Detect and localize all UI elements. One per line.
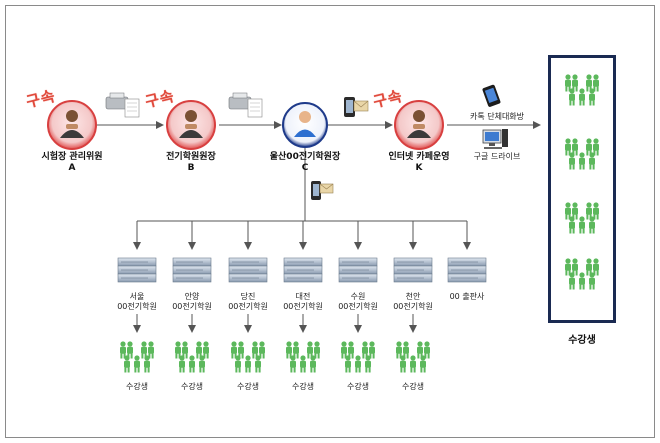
academy-name: 00전기학원 [172, 302, 212, 311]
student-label: 수강생 [346, 382, 370, 391]
node-b-label: 전기학원원장 B [141, 152, 241, 174]
publisher-label: 00 출판사 [432, 292, 502, 302]
fax-icon [105, 92, 140, 118]
academy-label: 안양 00전기학원 [157, 292, 227, 312]
node-c-label: 울산00전기학원장 C [250, 152, 360, 174]
academy-region: 안양 [184, 292, 200, 301]
academy-name: 00전기학원 [393, 302, 433, 311]
academy-region: 당진 [240, 292, 256, 301]
node-k-code: K [415, 163, 423, 173]
node-k-title: 인터넷 카페운영 [388, 152, 450, 162]
academy-label: 수원 00전기학원 [323, 292, 393, 312]
server-icon [447, 257, 487, 283]
academy-label: 대전 00전기학원 [268, 292, 338, 312]
student-group-icon [341, 341, 375, 372]
student-label: 수강생 [125, 382, 149, 391]
phone-mail-icon [311, 181, 334, 200]
google-drive-label: 구글 드라이브 [473, 152, 521, 161]
academy-label: 서울 00전기학원 [102, 292, 172, 312]
publisher-name: 00 출판사 [449, 292, 485, 301]
kakao-group-chat-label: 카톡 단체대화방 [469, 112, 525, 121]
student-group-icon [120, 341, 154, 372]
server-icon [283, 257, 323, 283]
student-group-icon [175, 341, 209, 372]
person-node-c [282, 102, 328, 148]
academy-name: 00전기학원 [117, 302, 157, 311]
person-node-a [47, 100, 97, 150]
person-node-k [394, 100, 444, 150]
student-label: 수강생 [180, 382, 204, 391]
node-a-label: 시험장 관리위원 A [22, 152, 122, 174]
academy-region: 수원 [350, 292, 366, 301]
node-k-label: 인터넷 카페운영 K [369, 152, 469, 174]
node-c-code: C [301, 163, 309, 173]
student-group-box-label: 수강생 [568, 335, 596, 346]
student-group-icon [231, 341, 265, 372]
student-label: 수강생 [401, 382, 425, 391]
student-group-icon [286, 341, 320, 372]
node-c-title: 울산00전기학원장 [269, 152, 341, 162]
academy-region: 대전 [295, 292, 311, 301]
server-icon [228, 257, 268, 283]
computer-icon [482, 129, 508, 149]
student-label: 수강생 [236, 382, 260, 391]
node-b-code: B [187, 163, 195, 173]
academy-to-student-arrows [133, 314, 417, 333]
academy-region: 천안 [405, 292, 421, 301]
server-icon [172, 257, 212, 283]
academy-name: 00전기학원 [283, 302, 323, 311]
fax-icon [228, 92, 263, 118]
node-b-title: 전기학원원장 [166, 152, 216, 162]
server-icon [338, 257, 378, 283]
student-label: 수강생 [291, 382, 315, 391]
server-icon [117, 257, 157, 283]
student-group-box [548, 55, 616, 323]
node-a-title: 시험장 관리위원 [41, 152, 103, 162]
academy-region: 서울 [129, 292, 145, 301]
student-group-icon [396, 341, 430, 372]
phone-mail-icon [344, 97, 369, 117]
node-a-code: A [68, 163, 76, 173]
academy-label: 천안 00전기학원 [378, 292, 448, 312]
server-icon [393, 257, 433, 283]
distribution-drops [133, 221, 471, 250]
academy-label: 당진 00전기학원 [213, 292, 283, 312]
academy-name: 00전기학원 [338, 302, 378, 311]
academy-name: 00전기학원 [228, 302, 268, 311]
smartphone-icon [482, 84, 501, 107]
person-node-b [166, 100, 216, 150]
